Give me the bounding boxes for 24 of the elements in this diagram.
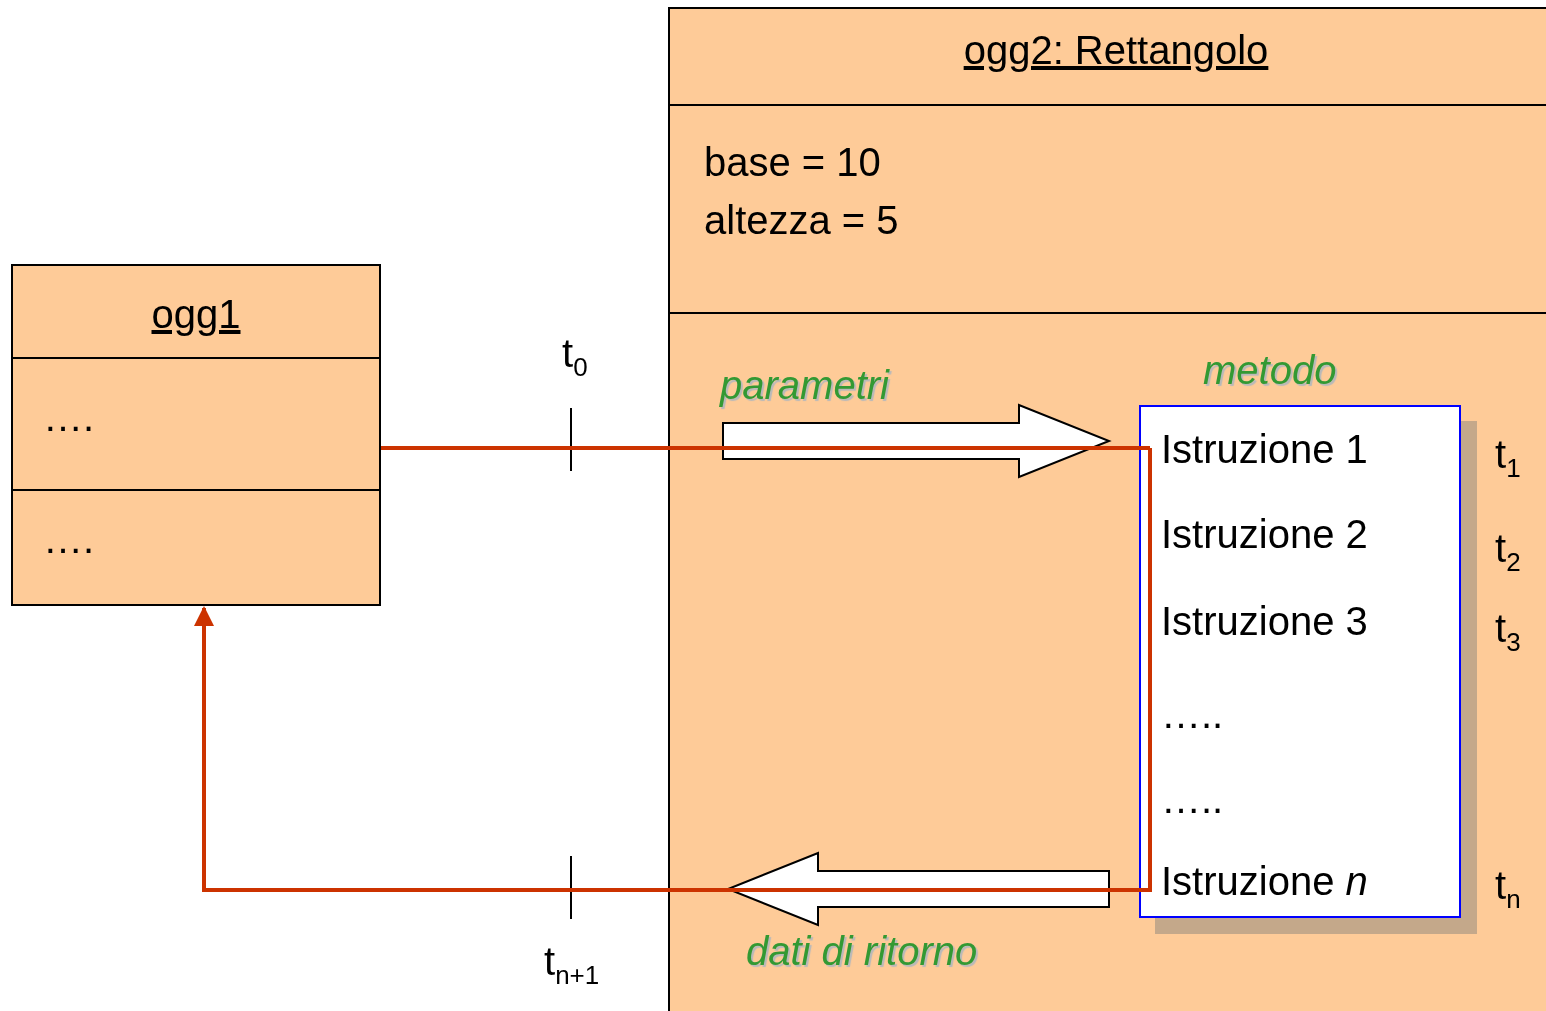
object-box <box>11 264 381 606</box>
flow-line <box>194 448 1152 892</box>
time-label: t$_{2}$ <box>1495 525 1521 571</box>
instruction-text: Istruzione n <box>1161 858 1368 904</box>
attribute-text: …. <box>43 394 95 440</box>
time-label: t$_{n+1}$ <box>544 938 600 984</box>
instruction-text: Istruzione 3 <box>1161 598 1368 644</box>
instruction-text: ….. <box>1161 691 1224 737</box>
instruction-text: Istruzione 1 <box>1161 426 1368 472</box>
object-box <box>668 7 1546 1011</box>
method-heading: metodo <box>1203 347 1337 393</box>
instruction-text: Istruzione 2 <box>1161 511 1368 557</box>
object-title: ogg1 <box>150 291 242 337</box>
flow-line <box>381 446 1150 450</box>
time-label: t$_{n}$ <box>1495 862 1521 908</box>
attribute-text: altezza = 5 <box>704 197 899 243</box>
time-label: t$_{3}$ <box>1495 605 1521 651</box>
time-label: t$_{1}$ <box>1495 431 1521 477</box>
hollow-arrow <box>722 403 1112 479</box>
instruction-text: ….. <box>1161 776 1224 822</box>
method-text: …. <box>43 516 95 562</box>
attribute-text: base = 10 <box>704 139 881 185</box>
time-label: t$_{0}$ <box>562 330 588 376</box>
object-title: ogg2: Rettangolo <box>962 27 1270 73</box>
